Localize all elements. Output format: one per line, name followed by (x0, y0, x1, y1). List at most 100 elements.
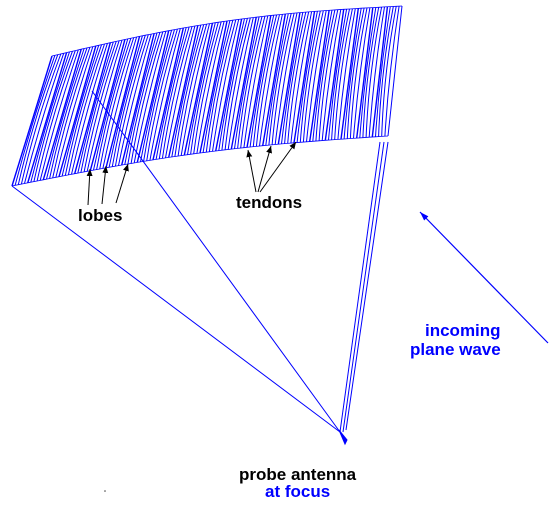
tendons-arrow-1 (246, 149, 257, 193)
reflector-top-edge (51, 5, 403, 57)
lobe-line (130, 31, 164, 164)
reflector-bottom-edge (11, 135, 389, 187)
lobes-arrow-1 (86, 168, 93, 206)
lobe-line (346, 7, 365, 139)
tendon-line (356, 7, 374, 139)
tendon-line (324, 9, 345, 141)
support-line-right-a (339, 141, 381, 433)
lobe-line (271, 13, 295, 145)
lobe-line (218, 18, 245, 151)
lobe-line (49, 47, 88, 179)
lobe-line (158, 26, 190, 159)
lobe-line (202, 20, 231, 153)
tendon-line (58, 45, 97, 177)
lobe-line (287, 11, 310, 144)
lobe-line (227, 17, 254, 150)
lobe-line (161, 26, 193, 159)
lobe-line (281, 12, 304, 144)
lobe-line (252, 14, 278, 147)
lobe-line (64, 44, 103, 176)
lobe-line (237, 16, 263, 149)
lobe-line (36, 50, 76, 182)
lobe-line (381, 6, 397, 137)
lobe-line (331, 8, 350, 140)
lobe-line (133, 31, 167, 163)
lobe-line (108, 35, 143, 168)
lobe-line (96, 38, 132, 170)
tendon-line (371, 6, 389, 138)
lobe-line (243, 15, 269, 148)
lobe-line (255, 14, 280, 147)
incoming-wave-arrow (419, 211, 549, 344)
tendons-arrow-3 (259, 141, 297, 193)
lobe-line (337, 8, 356, 140)
lobe-line (149, 28, 181, 161)
lobe-line (80, 41, 117, 173)
lobe-line (212, 19, 240, 152)
lobe-line (102, 36, 138, 169)
lobe-line (290, 11, 313, 144)
tendon-line (152, 27, 184, 161)
tendon-line (340, 8, 359, 140)
lobe-line (249, 15, 275, 148)
lobe-line (315, 9, 336, 142)
lobe-line (234, 16, 260, 149)
tendon-line (27, 52, 68, 184)
lobe-line (284, 11, 307, 144)
lobe-line (321, 9, 342, 141)
lobe-line (143, 29, 175, 162)
incoming-label-line2: plane wave (410, 340, 501, 359)
lobe-line (193, 21, 222, 154)
lobe-line (61, 45, 100, 177)
lobe-line (190, 22, 219, 155)
lobe-line (39, 49, 79, 181)
tendon-line (183, 23, 214, 156)
lobe-line (224, 17, 251, 150)
lobes-arrow-2 (101, 165, 109, 205)
lobe-line (334, 8, 353, 140)
tendon-line (230, 17, 257, 150)
support-line-right-c (345, 141, 389, 431)
lobes-label: lobes (78, 206, 123, 225)
lobe-line (208, 19, 237, 152)
tendon-line (309, 10, 330, 142)
lobe-line (302, 10, 324, 143)
lobe-line (196, 21, 225, 154)
lobe-line (33, 51, 73, 182)
lobe-line (20, 53, 62, 185)
lobe-line (353, 7, 371, 139)
lobe-line (349, 7, 368, 139)
tendon-line (89, 39, 126, 171)
lobe-line (52, 47, 91, 179)
probe-label-line2: at focus (265, 482, 331, 501)
lobe-line (165, 25, 196, 158)
lobe-line (140, 29, 173, 162)
lobe-line (114, 34, 149, 167)
lobe-line (375, 6, 391, 137)
tendon-line (277, 12, 301, 145)
lobe-line (171, 24, 202, 158)
tendon-line (121, 33, 155, 166)
lobe-line (318, 9, 339, 141)
support-line-middle (91, 90, 341, 433)
tendon-line (262, 13, 286, 146)
lobe-line (180, 23, 210, 156)
reflector-right-edge (387, 5, 403, 137)
lobe-line (174, 24, 205, 157)
lobe-line (83, 40, 120, 172)
lobe-line (328, 9, 348, 141)
lobe-line (155, 27, 187, 160)
lobe-line (118, 33, 152, 166)
lobe-line (55, 46, 94, 178)
lobe-line (343, 8, 362, 140)
lobe-line (268, 13, 292, 146)
lobe-line (111, 35, 146, 167)
lobe-line (17, 54, 59, 185)
lobe-line (312, 10, 333, 142)
lobe-line (378, 6, 394, 137)
lobe-line (67, 43, 105, 175)
lobe-line (99, 37, 135, 170)
lobe-line (30, 51, 70, 183)
lobe-line (274, 12, 298, 145)
